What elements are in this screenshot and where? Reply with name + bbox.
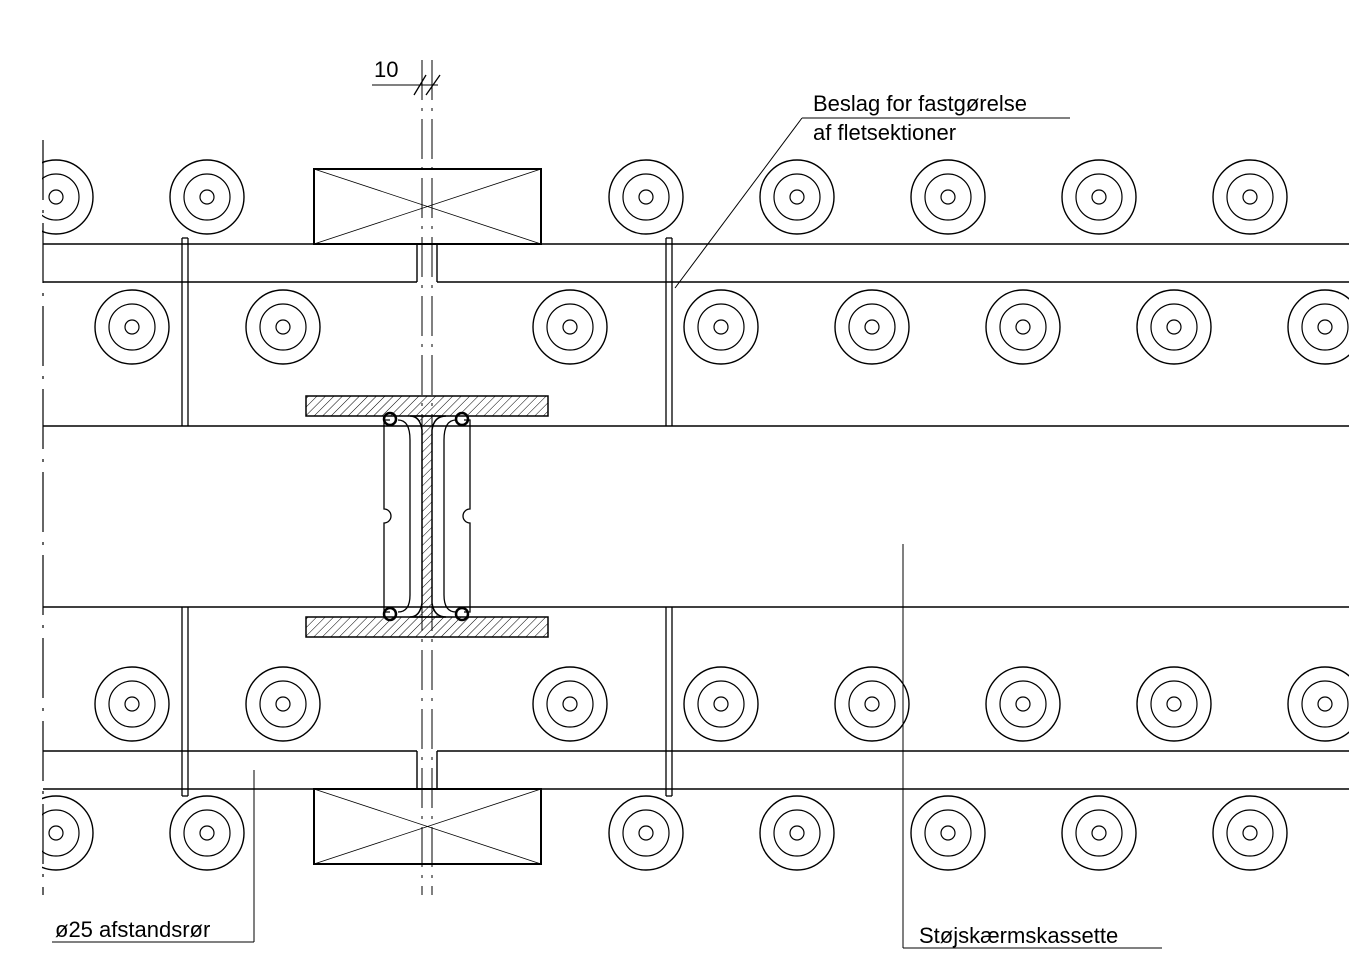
dimension-10: 10	[372, 57, 441, 96]
spacer-tube	[94, 289, 170, 365]
leader-cassette: Støjskærmskassette	[902, 544, 1162, 949]
spacer-tube	[759, 795, 835, 871]
spacer-tube	[1287, 289, 1349, 365]
bracket-label-line2: af fletsektioner	[813, 120, 956, 145]
dimension-value: 10	[374, 57, 398, 82]
spacer-tube	[683, 666, 759, 742]
spacer-tube	[532, 289, 608, 365]
break-mask	[0, 0, 42, 959]
spacer-tube	[759, 159, 835, 235]
spacer-tube	[608, 159, 684, 235]
upper-box	[313, 168, 542, 245]
spacer-tube	[1061, 159, 1137, 235]
spacer-tube	[245, 666, 321, 742]
lower-box	[313, 788, 542, 865]
spacer-tube	[910, 795, 986, 871]
bracket-bars	[181, 237, 673, 797]
spacer-tube	[910, 159, 986, 235]
spacer-tube	[94, 666, 170, 742]
spacer-tube	[1136, 289, 1212, 365]
spacer-tube	[985, 666, 1061, 742]
spacer-tube	[683, 289, 759, 365]
spacer-tube	[169, 159, 245, 235]
spacer-tube	[1136, 666, 1212, 742]
spacer-tube	[245, 289, 321, 365]
spacer-tube	[1287, 666, 1349, 742]
leader-bracket: Beslag for fastgørelse af fletsektioner	[674, 91, 1070, 289]
spacer-tube	[1212, 159, 1288, 235]
spacer-tube-label: ø25 afstandsrør	[55, 917, 210, 942]
cassette-label: Støjskærmskassette	[919, 923, 1118, 948]
spacer-tube	[834, 666, 910, 742]
bracket-label-line1: Beslag for fastgørelse	[813, 91, 1027, 116]
spacer-tube	[1212, 795, 1288, 871]
leader-spacer-tube: ø25 afstandsrør	[52, 770, 255, 943]
spacer-tube	[834, 289, 910, 365]
panel-lines	[43, 243, 1349, 790]
spacer-tube	[169, 795, 245, 871]
spacer-tube	[1061, 795, 1137, 871]
spacer-tube	[985, 289, 1061, 365]
spacer-tube	[532, 666, 608, 742]
i-beam-section	[305, 395, 549, 638]
spacer-tube	[608, 795, 684, 871]
